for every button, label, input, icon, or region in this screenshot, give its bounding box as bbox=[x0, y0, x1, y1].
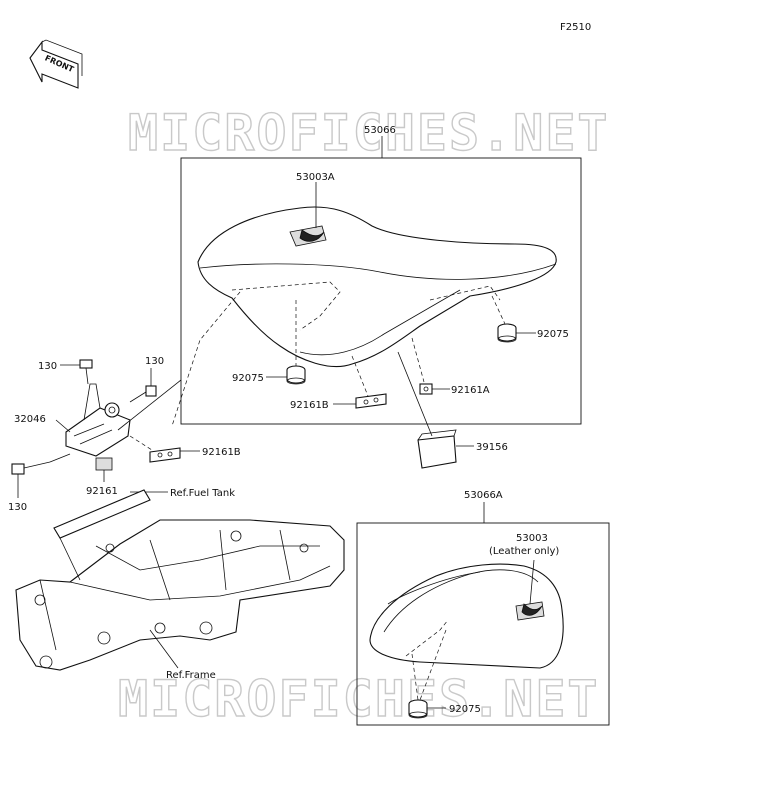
bolt-130-top bbox=[79, 359, 93, 385]
label-92161B-seat: 92161B bbox=[290, 400, 329, 411]
label-53066: 53066 bbox=[364, 125, 396, 136]
pad-39156 bbox=[417, 429, 457, 469]
label-53003-note: (Leather only) bbox=[489, 546, 559, 557]
seat-logo-emblem bbox=[289, 225, 327, 247]
label-130-top: 130 bbox=[38, 361, 57, 372]
pillion-logo-emblem bbox=[515, 601, 545, 621]
pillion-seat-box bbox=[356, 522, 610, 726]
bolt-130-bottom bbox=[11, 461, 51, 475]
label-53003: 53003 bbox=[516, 533, 548, 544]
label-130-bottom: 130 bbox=[8, 502, 27, 513]
label-53003A: 53003A bbox=[296, 172, 335, 183]
label-53066A: 53066A bbox=[464, 490, 503, 501]
rubber-cushion-right bbox=[497, 323, 517, 343]
label-92161A: 92161A bbox=[451, 385, 490, 396]
ref-fuel-tank: Ref.Fuel Tank bbox=[170, 488, 235, 499]
clip-92161A bbox=[419, 383, 433, 395]
label-92161B-bracket: 92161B bbox=[202, 447, 241, 458]
seat-lock-bracket bbox=[49, 383, 131, 463]
front-arrow-icon: FRONT bbox=[29, 39, 83, 89]
frame-reference bbox=[15, 489, 345, 671]
label-130-right: 130 bbox=[145, 356, 164, 367]
label-92161: 92161 bbox=[86, 486, 118, 497]
clip-92161B-seat bbox=[355, 393, 387, 409]
main-seat bbox=[171, 206, 557, 427]
watermark-bottom: MICROFICHES.NET bbox=[118, 670, 600, 728]
label-92075-pillion: 92075 bbox=[449, 704, 481, 715]
label-39156: 39156 bbox=[476, 442, 508, 453]
label-32046: 32046 bbox=[14, 414, 46, 425]
label-92075-left: 92075 bbox=[232, 373, 264, 384]
clip-92161B-bracket bbox=[149, 447, 181, 463]
bolt-130-right bbox=[129, 385, 157, 403]
rubber-cushion-left bbox=[286, 365, 306, 385]
pillion-seat bbox=[369, 563, 564, 669]
pad-92161 bbox=[95, 457, 113, 471]
rubber-cushion-pillion bbox=[408, 699, 428, 719]
watermark-top: MICROFICHES.NET bbox=[128, 104, 610, 162]
seat-assembly-box bbox=[180, 157, 582, 425]
label-92075-right: 92075 bbox=[537, 329, 569, 340]
ref-frame: Ref.Frame bbox=[166, 670, 216, 681]
figure-code: F2510 bbox=[560, 22, 591, 33]
